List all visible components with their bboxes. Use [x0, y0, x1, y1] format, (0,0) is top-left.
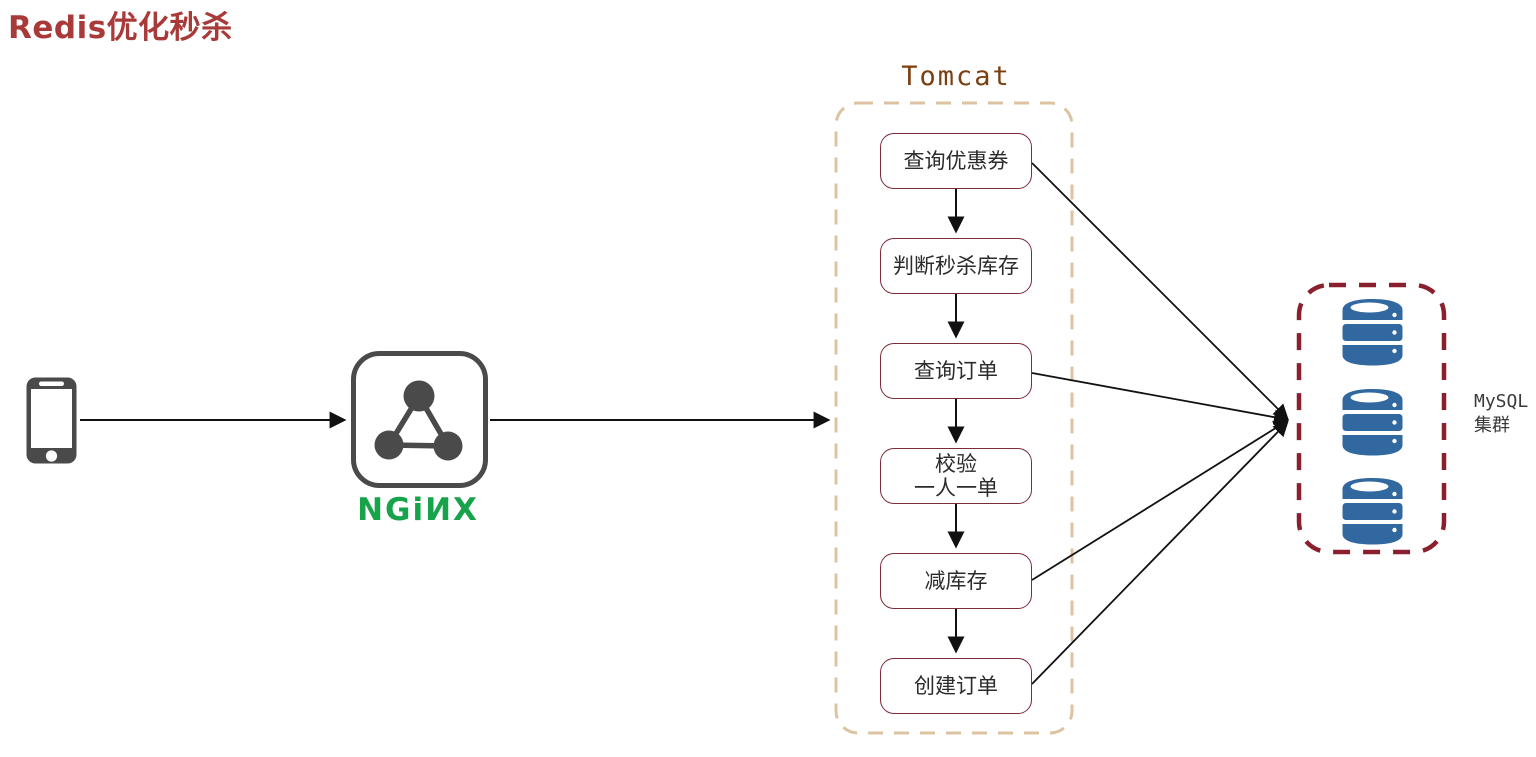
flow-box-verify-one-order: 校验 一人一单	[880, 448, 1032, 504]
tomcat-container	[834, 101, 1074, 735]
nginx-wordmark: NGiИX	[357, 492, 479, 528]
page-title: Redis优化秒杀	[8, 10, 233, 46]
database-icon	[1342, 299, 1403, 366]
mysql-cluster-label: MySQL 集群	[1474, 391, 1529, 437]
flow-box-reduce-stock: 减库存	[880, 553, 1032, 609]
arrow-step6-to-mysql	[1031, 420, 1289, 685]
database-icon	[1342, 478, 1403, 545]
flow-box-query-order: 查询订单	[880, 343, 1032, 399]
flow-box-create-order: 创建订单	[880, 658, 1032, 714]
nginx-triangle-icon	[351, 351, 488, 488]
arrow-step3-to-mysql	[1031, 372, 1290, 425]
flow-box-query-coupon: 查询优惠券	[880, 133, 1032, 189]
flow-box-check-stock: 判断秒杀库存	[880, 238, 1032, 294]
tomcat-label: Tomcat	[901, 61, 1011, 92]
database-icon	[1342, 389, 1403, 456]
arrow-step1-to-mysql	[1031, 162, 1289, 420]
smartphone-icon	[26, 377, 77, 464]
arrow-step5-to-mysql	[1031, 419, 1289, 581]
